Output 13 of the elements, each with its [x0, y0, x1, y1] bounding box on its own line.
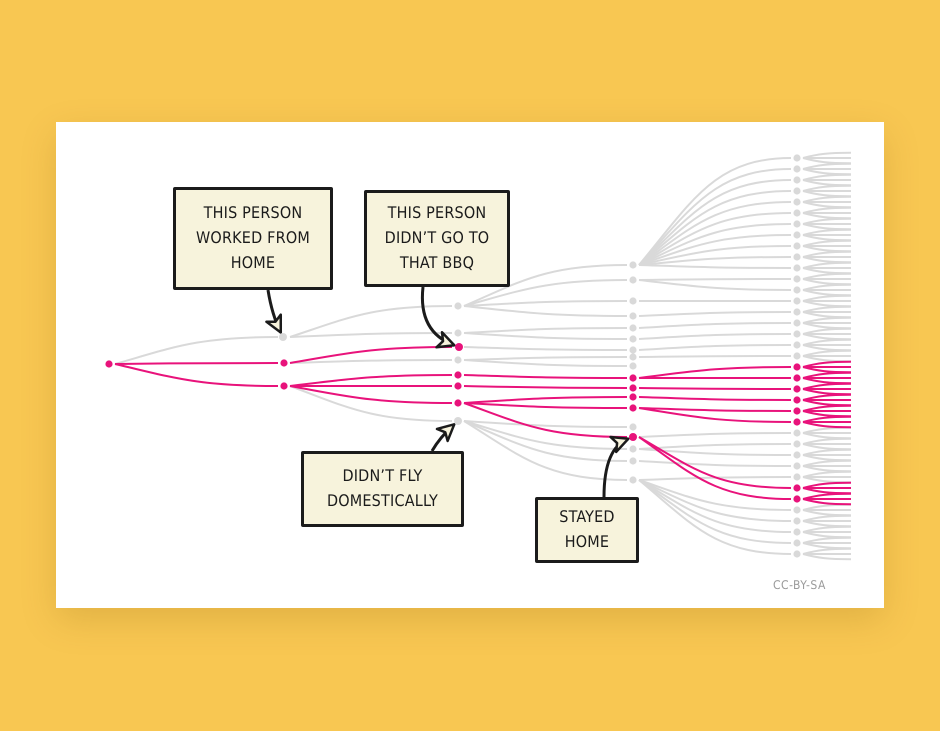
callout-box: [301, 451, 464, 527]
license-note: CC-BY-SA: [773, 578, 826, 592]
callout-box: [535, 497, 639, 563]
callout-text: DIDN’T FLY DOMESTICALLY: [326, 465, 440, 512]
callout-text: THIS PERSON WORKED FROM HOME: [195, 202, 311, 274]
callout-text: STAYED HOME: [558, 506, 616, 553]
callout-text: THIS PERSON DIDN’T GO TO THAT BBQ: [384, 202, 490, 274]
callout-arrow: [602, 437, 630, 498]
callout-box: [173, 187, 333, 290]
callout-arrow: [430, 423, 456, 452]
callout-arrow: [265, 290, 282, 334]
callout-box: [364, 190, 510, 287]
callout-arrow: [420, 286, 456, 348]
